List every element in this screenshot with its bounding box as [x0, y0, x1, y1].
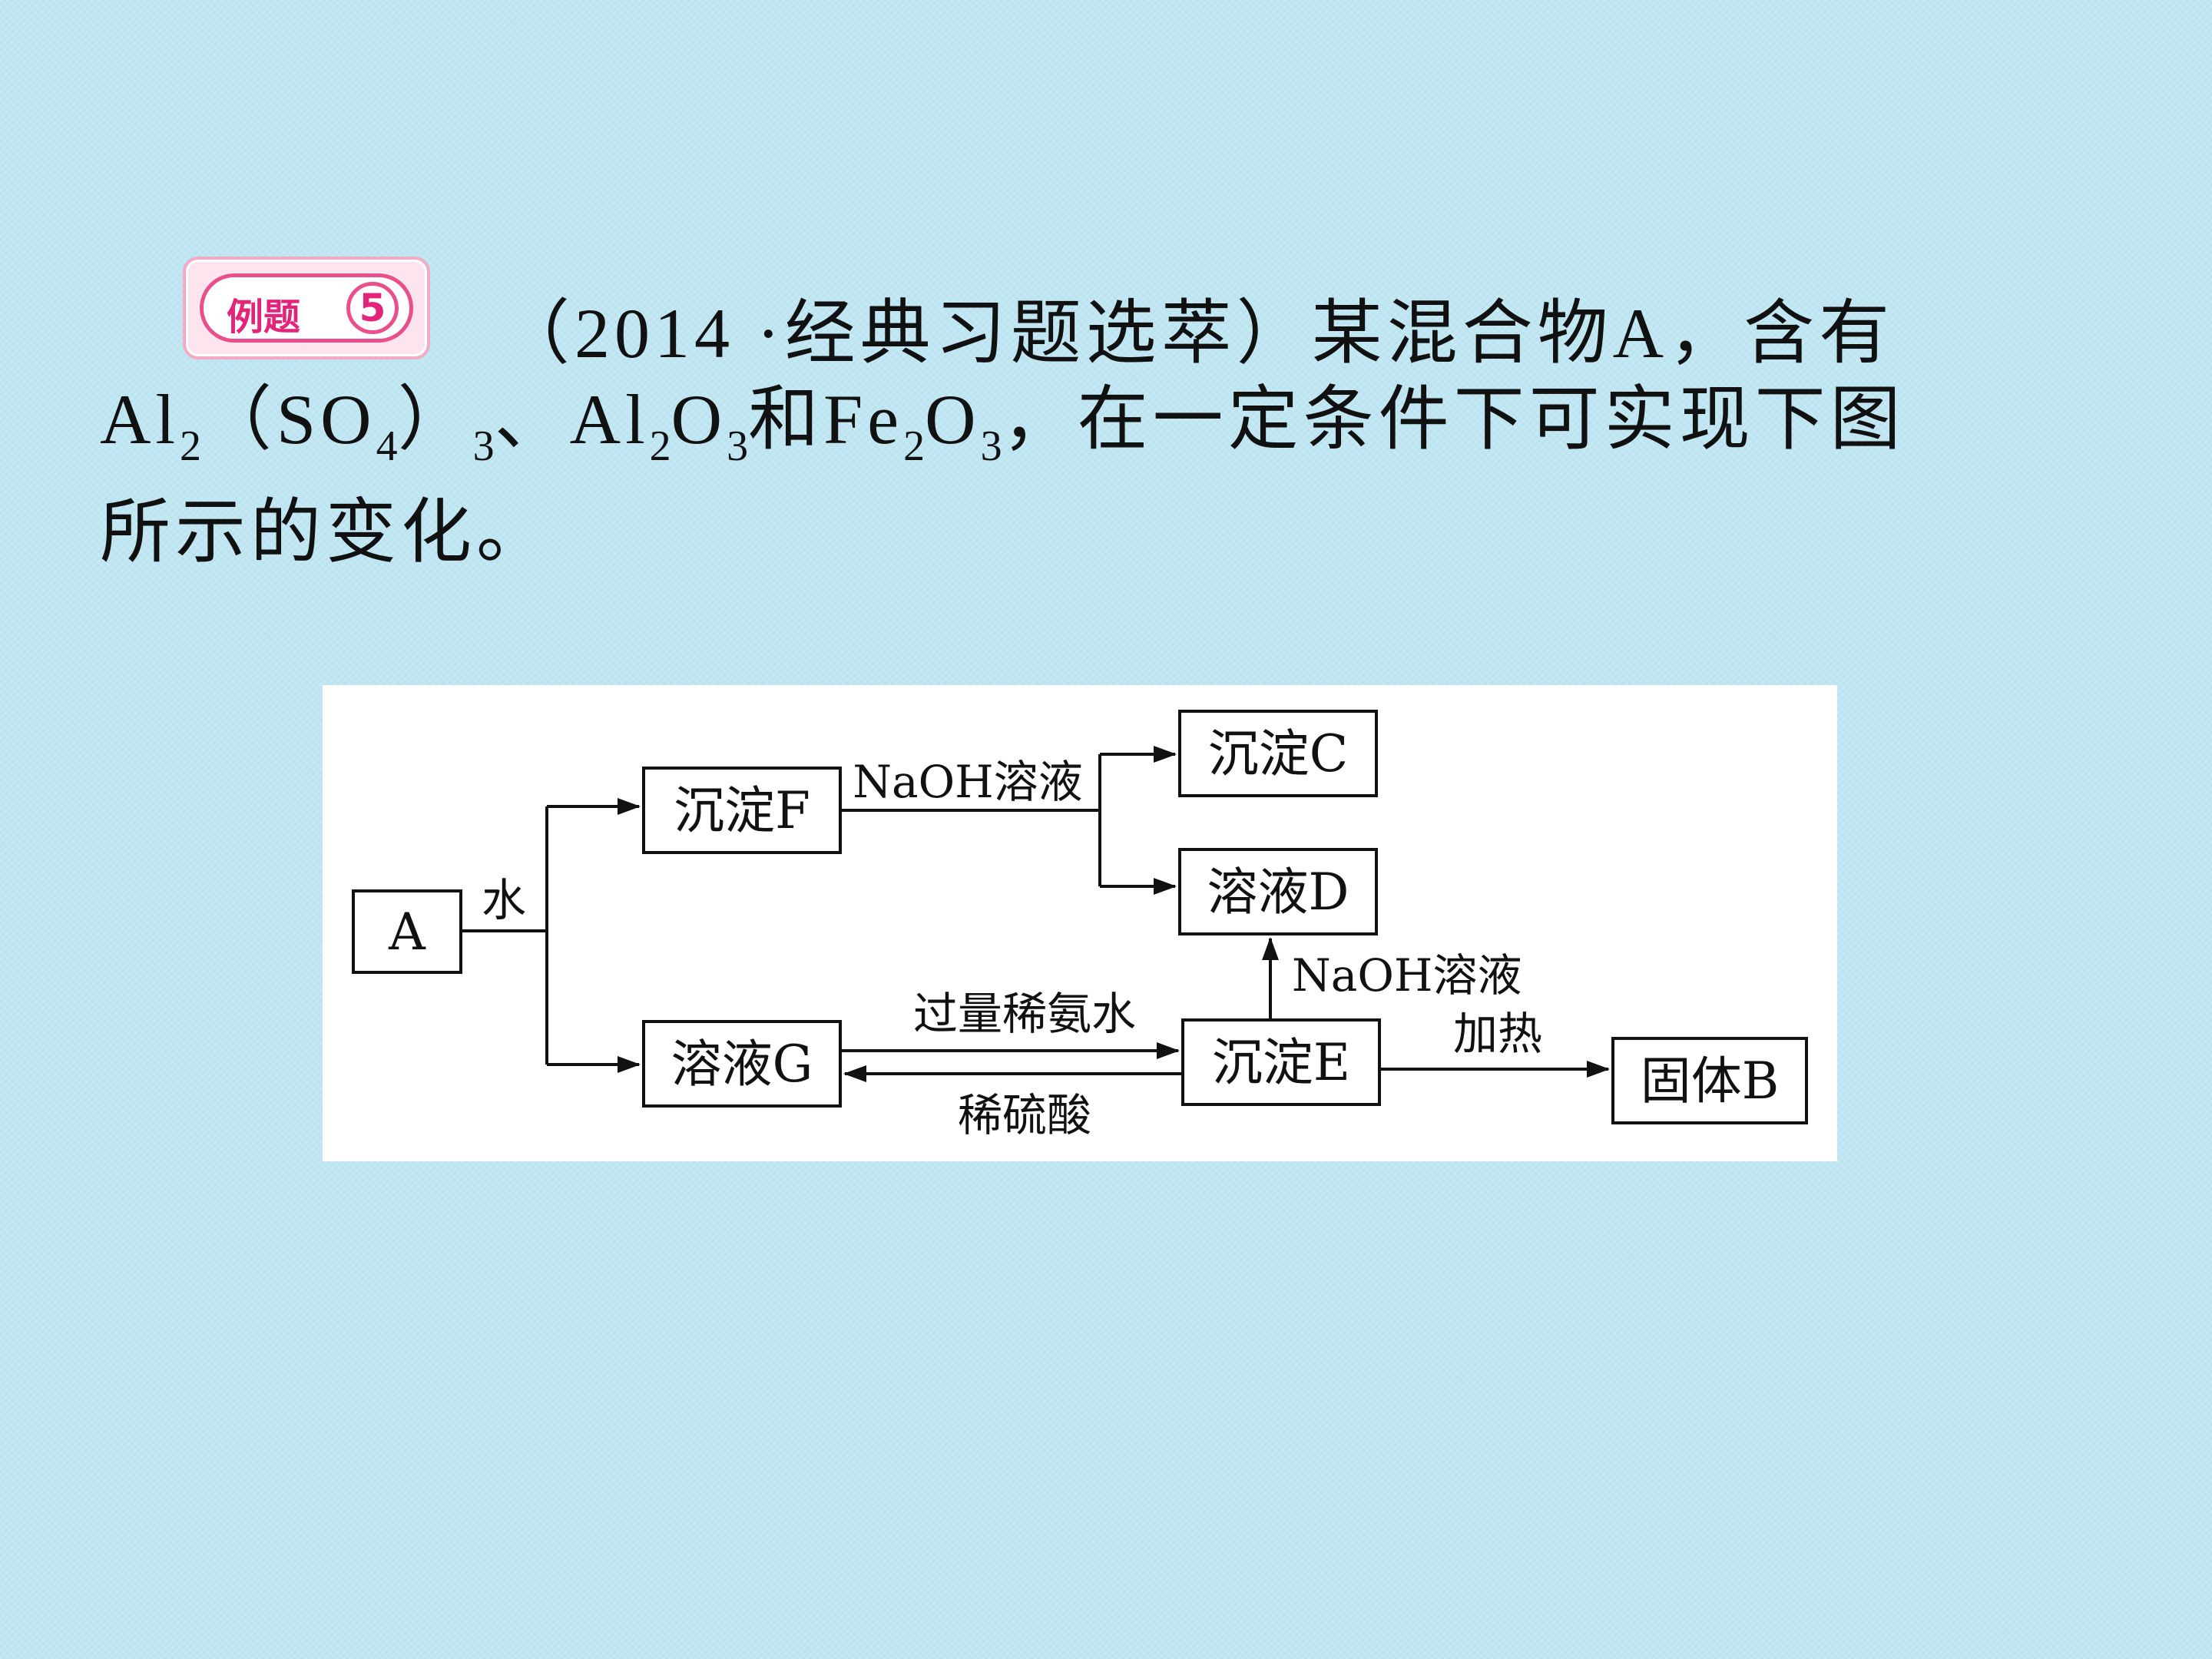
node-box-E — [1181, 1018, 1381, 1106]
node-box-D — [1178, 848, 1378, 935]
edge-label-naoh-mid: NaOH溶液 — [1292, 949, 1522, 1002]
node-A: A — [388, 902, 426, 962]
edge-label-heat: 加热 — [1453, 1008, 1542, 1060]
edge-label-sulfuric: 稀硫酸 — [958, 1089, 1091, 1141]
example-badge-label: 例题 — [227, 296, 301, 339]
question-line-1: （2014 ·经典习题选萃）某混合物A，含有 — [499, 294, 1895, 373]
edge-label-water: 水 — [482, 874, 526, 926]
node-G: 溶液G — [671, 1035, 813, 1094]
node-box-G — [642, 1020, 842, 1108]
example-badge-pill: 例题 5 — [200, 273, 413, 343]
edge-label-naoh-top: NaOH溶液 — [853, 756, 1082, 808]
node-B: 固体B — [1641, 1051, 1780, 1111]
question-line-2: Al2（SO4）3、Al2O3和Fe2O3，在一定条件下可实现下图 — [100, 380, 1906, 470]
flow-diagram: A 沉淀F 溶液G 沉淀C 溶液D 沉淀E 固体B 水 NaOH溶液 过量稀氨水… — [323, 685, 1837, 1161]
example-badge: 例题 5 — [183, 257, 430, 359]
node-F: 沉淀F — [674, 781, 810, 840]
question-text: （2014 ·经典习题选萃）某混合物A，含有 Al2（SO4）3、Al2O3和F… — [100, 290, 2112, 575]
node-E: 沉淀E — [1212, 1033, 1350, 1092]
node-box-B — [1611, 1037, 1808, 1124]
edge-label-ammonia: 过量稀氨水 — [913, 988, 1136, 1040]
question-line-3: 所示的变化。 — [100, 493, 552, 571]
node-D: 溶液D — [1207, 863, 1349, 922]
node-C: 沉淀C — [1208, 724, 1349, 783]
example-badge-number: 5 — [346, 282, 399, 334]
node-box-C — [1178, 710, 1378, 797]
